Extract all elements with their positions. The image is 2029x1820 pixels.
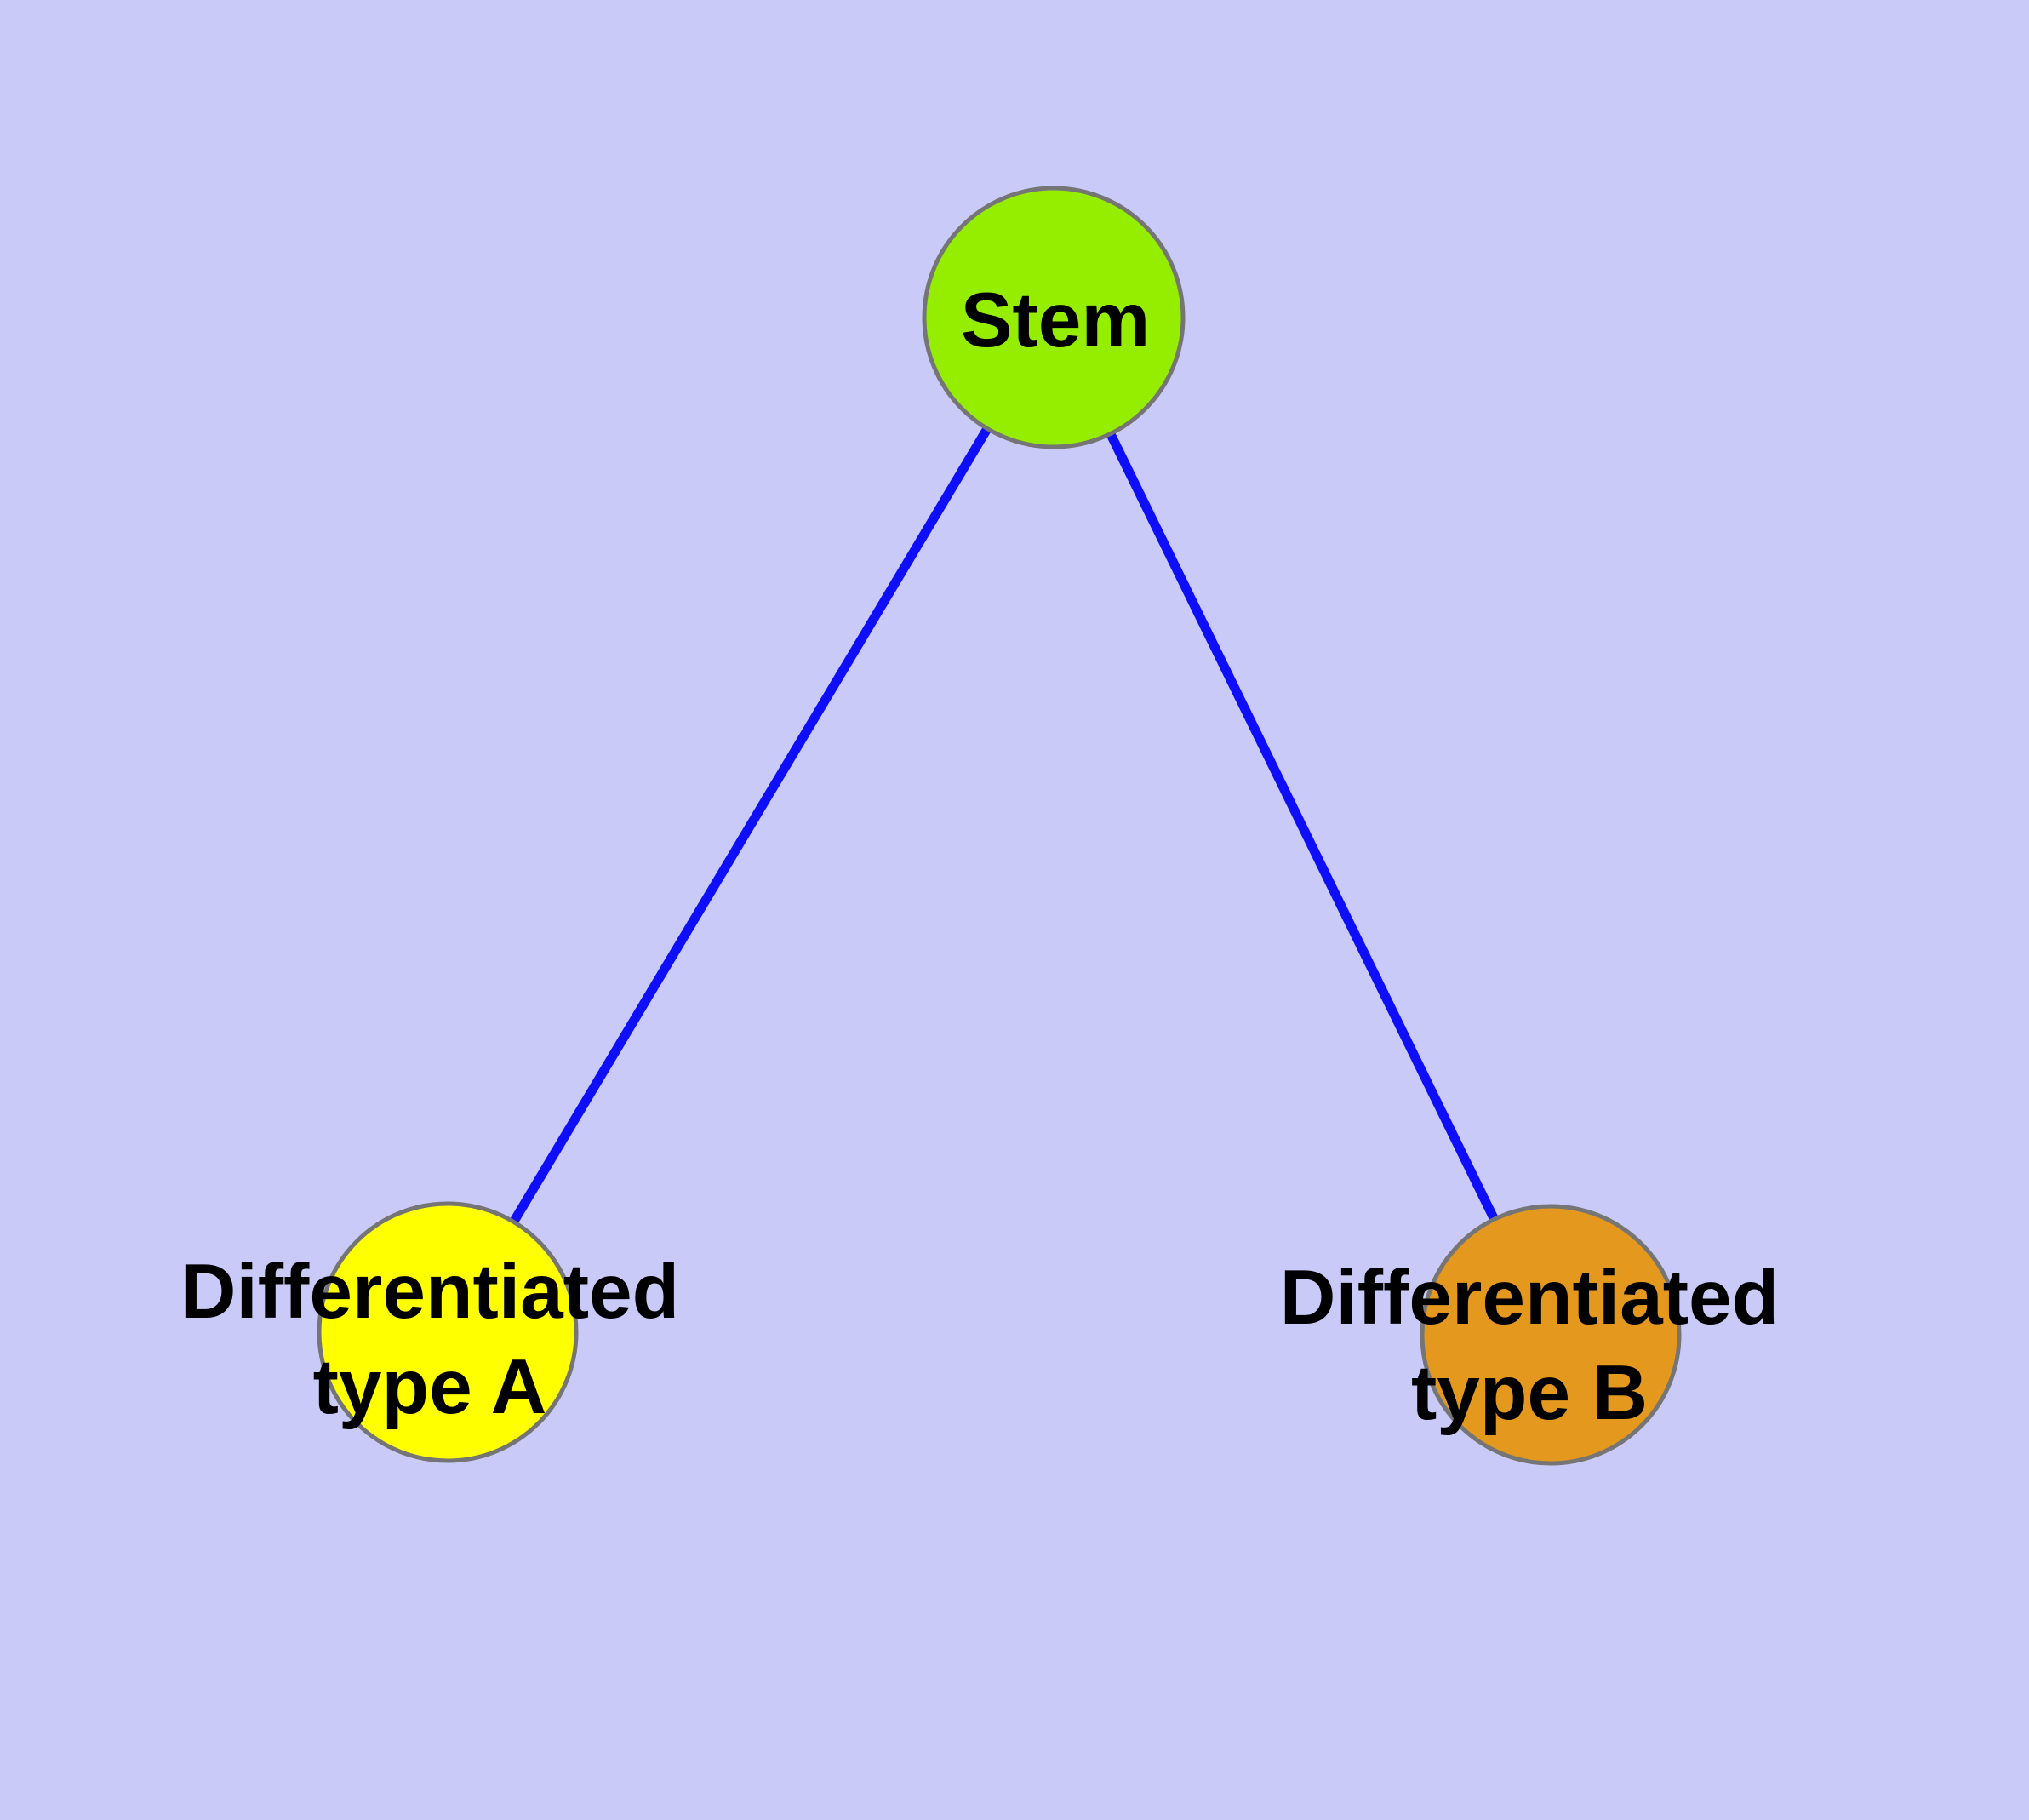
edge-stem-to-differentiated-type-a [443, 315, 1058, 1335]
edge-stem-to-differentiated-type-b [1049, 315, 1555, 1337]
node-label-differentiated-type-b-line-1: Differentiated [1280, 1255, 1780, 1341]
node-differentiated-type-b [1420, 1204, 1682, 1466]
node-label-differentiated-type-a-line-1: Differentiated [180, 1249, 680, 1335]
node-label-differentiated-type-a-line-2: type A [313, 1344, 547, 1430]
node-label-stem-line-1: Stem [961, 278, 1151, 363]
node-stem [922, 186, 1186, 449]
node-differentiated-type-a [317, 1201, 579, 1463]
node-label-differentiated-type-b-line-2: type B [1411, 1350, 1648, 1436]
